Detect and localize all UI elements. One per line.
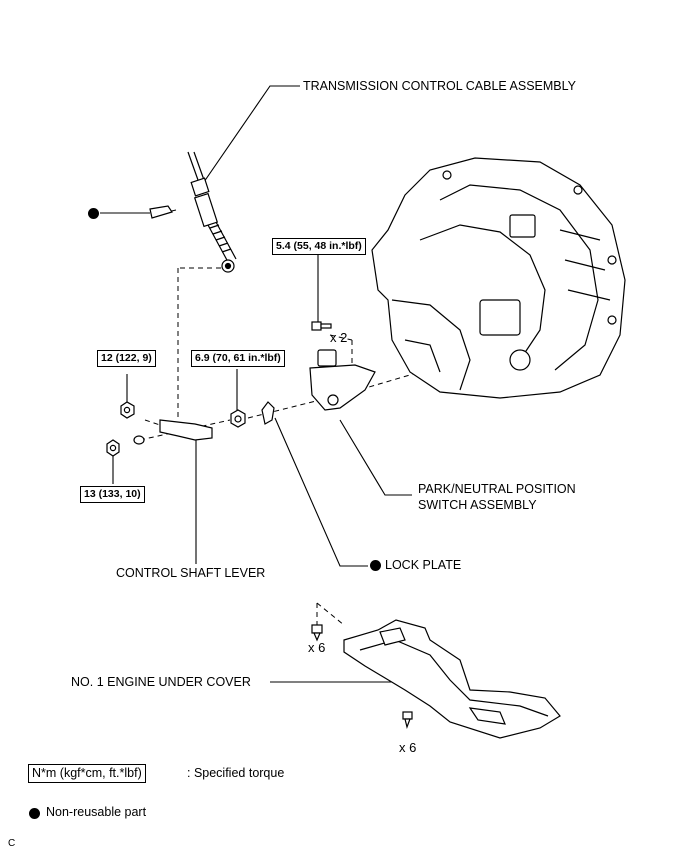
leader-lock-plate [274, 417, 368, 567]
qty-switch-bolts: x 2 [330, 330, 348, 345]
pnp-switch-part [309, 349, 376, 411]
torque-nut-upper: 12 (122, 9) [97, 350, 156, 367]
label-lock-plate: LOCK PLATE [385, 558, 462, 572]
torque-nut-lower: 13 (133, 10) [80, 486, 145, 503]
cover-clip-lower [402, 711, 413, 730]
switch-bolt [311, 321, 332, 331]
torque-bolt-switch: 5.4 (55, 48 in.*lbf) [272, 238, 366, 255]
nut-upper [120, 401, 135, 419]
legend-nonreusable-marker [29, 808, 40, 819]
under-cover-part [343, 619, 561, 739]
legend-torque-text: : Specified torque [187, 766, 285, 780]
control-shaft-lever-part [159, 419, 213, 441]
transmission-cable [187, 151, 237, 273]
nut-lever [230, 409, 246, 428]
lock-plate-part [261, 401, 275, 425]
label-pnp-switch-line1: PARK/NEUTRAL POSITION [418, 482, 576, 496]
washer [133, 435, 145, 445]
legend-torque-box: N*m (kgf*cm, ft.*lbf) [28, 764, 146, 783]
clip-part [149, 205, 173, 219]
nonreusable-marker-clip [88, 208, 99, 219]
leader-pnp-switch [339, 419, 412, 496]
cover-clip-upper [311, 624, 323, 642]
qty-cover-upper: x 6 [308, 640, 326, 655]
label-control-shaft-lever: CONTROL SHAFT LEVER [116, 566, 266, 580]
qty-cover-lower: x 6 [399, 740, 417, 755]
leader-cable [194, 85, 300, 196]
legend-nonreusable-text: Non-reusable part [46, 805, 147, 819]
nonreusable-marker-lock-plate [370, 560, 381, 571]
label-transmission-cable: TRANSMISSION CONTROL CABLE ASSEMBLY [303, 79, 576, 93]
torque-nut-lever: 6.9 (70, 61 in.*lbf) [191, 350, 285, 367]
nut-lower [106, 439, 120, 457]
label-pnp-switch-line2: SWITCH ASSEMBLY [418, 498, 537, 512]
figure-code: C [8, 838, 16, 849]
label-under-cover: NO. 1 ENGINE UNDER COVER [71, 675, 251, 689]
transmission-housing [371, 157, 626, 399]
